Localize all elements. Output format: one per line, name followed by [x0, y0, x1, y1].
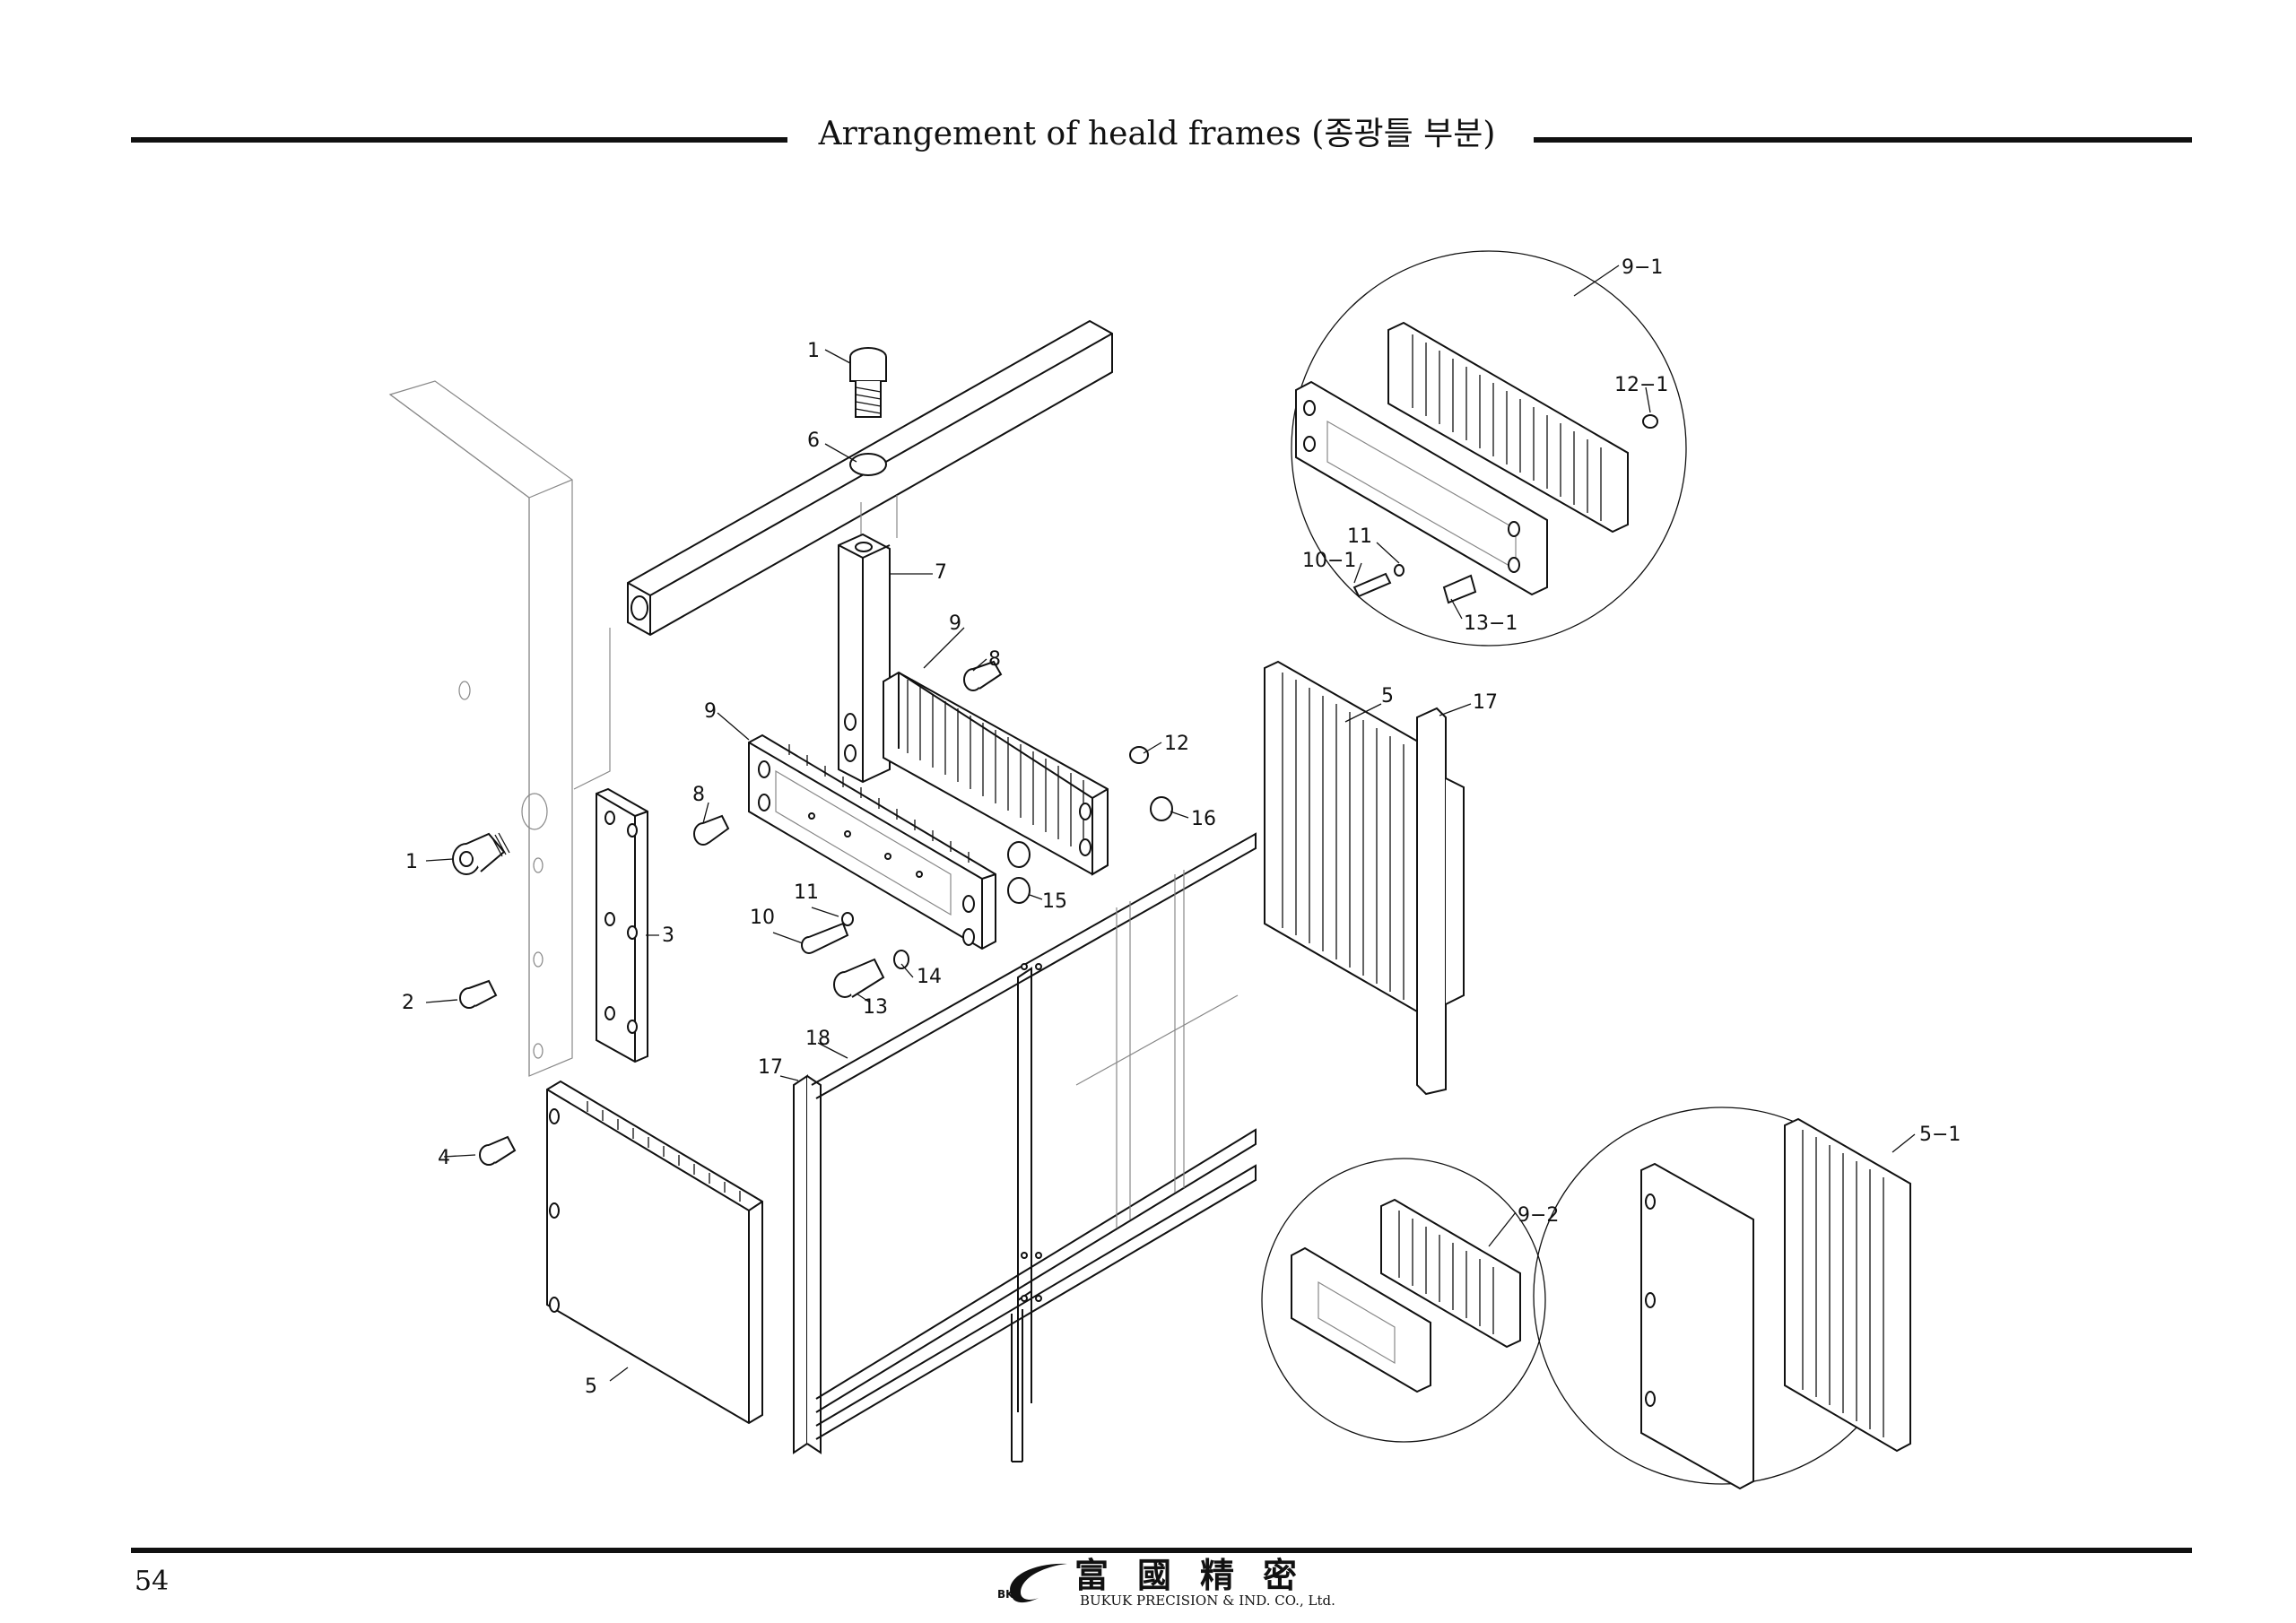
plate-3 [596, 787, 648, 1063]
callout-11: 11 [1347, 525, 1372, 548]
logo-mark: BK [997, 1588, 1014, 1601]
callout-7: 7 [935, 561, 947, 584]
callout-10: 10 [750, 907, 775, 929]
comb-block-9-front [748, 733, 996, 950]
comb-block-9-back [883, 671, 1109, 876]
callout-9: 9 [704, 700, 717, 723]
callout-12-1: 12−1 [1614, 374, 1668, 396]
callout-9-2: 9−2 [1518, 1204, 1559, 1227]
detail-5-1 [1533, 1107, 1911, 1490]
callout-10-1: 10−1 [1302, 550, 1356, 572]
callout-4: 4 [438, 1147, 450, 1169]
callout-9: 9 [949, 612, 961, 635]
callout-1: 1 [405, 851, 418, 873]
callout-11: 11 [794, 881, 819, 904]
bolt-1-top [849, 347, 887, 418]
callout-14: 14 [917, 966, 942, 988]
logo-company-name: BUKUK PRECISION & IND. CO., Ltd. [1080, 1593, 1335, 1609]
bolt-1-side [452, 832, 510, 875]
callout-17: 17 [1473, 691, 1498, 714]
callout-9-1: 9−1 [1622, 256, 1663, 279]
footer-rule [131, 1548, 2192, 1553]
top-bar [627, 319, 1113, 637]
callout-1: 1 [807, 340, 820, 362]
callout-3: 3 [662, 924, 674, 947]
callout-8: 8 [692, 784, 705, 806]
comb-plate-5-right [1264, 660, 1465, 1096]
small-fasteners [693, 660, 1173, 998]
callout-13-1: 13−1 [1464, 612, 1518, 635]
callout-5: 5 [1381, 685, 1394, 707]
callout-12: 12 [1164, 733, 1189, 755]
header-rule-right [1534, 137, 2192, 143]
detail-9-2 [1261, 1158, 1546, 1443]
callout-6: 6 [807, 430, 820, 452]
leader-lines [425, 265, 1916, 1382]
page-title: Arrangement of heald frames (종광틀 부분) [818, 116, 1496, 152]
callout-labels: 1 6 7 9 8 9 12 16 8 1 3 15 11 10 14 2 13… [402, 256, 1961, 1398]
bk-swoosh-icon: BK [997, 1563, 1067, 1603]
callout-5: 5 [585, 1376, 597, 1398]
header-rule-left [131, 137, 787, 143]
page-number: 54 [135, 1566, 170, 1597]
callout-5-1: 5−1 [1919, 1124, 1961, 1146]
comb-plate-5-left [546, 1080, 763, 1425]
callout-8: 8 [988, 648, 1001, 671]
logo-hanja: 富國精密 [1074, 1555, 1326, 1595]
callout-17: 17 [758, 1056, 783, 1079]
post-7 [838, 533, 891, 784]
callout-15: 15 [1042, 890, 1067, 913]
callout-18: 18 [805, 1028, 831, 1050]
bolt-4 [479, 1135, 517, 1166]
callout-2: 2 [402, 992, 414, 1014]
bolt-2 [459, 979, 498, 1009]
heald-frame [793, 832, 1257, 1462]
detail-9-1 [1291, 250, 1687, 647]
callout-16: 16 [1191, 808, 1216, 830]
callout-13: 13 [863, 996, 888, 1019]
company-logo: BK 富國精密 BUKUK PRECISION & IND. CO., Ltd. [994, 1553, 1370, 1610]
side-plate [388, 380, 611, 1077]
